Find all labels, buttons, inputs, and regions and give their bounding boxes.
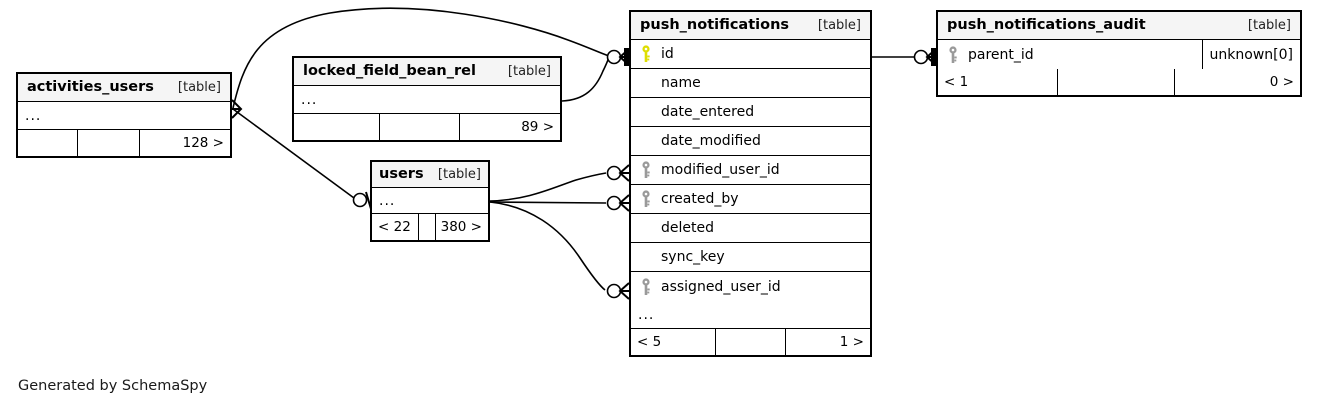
edge-users-to-modified-user-id [489, 172, 607, 202]
footer-child-count: 0 > [1269, 74, 1294, 90]
cardinality-crowfoot [925, 48, 937, 66]
generator-credit: Generated by SchemaSpy [18, 378, 208, 394]
column-name: id [661, 46, 674, 62]
table-type-tag: [table] [437, 166, 481, 182]
footer-middle [380, 114, 460, 140]
column-row[interactable]: id [631, 40, 870, 69]
footer-middle [78, 130, 140, 156]
table-footer: < 5 1 > [631, 329, 870, 355]
collapsed-columns-indicator: ... [294, 86, 560, 114]
table-title-bar: push_notifications_audit [table] [938, 12, 1300, 40]
column-name: sync_key [661, 249, 725, 265]
table-activities-users[interactable]: activities_users [table] ... 128 > [16, 72, 232, 158]
table-title-bar: locked_field_bean_rel [table] [294, 58, 560, 86]
table-name: users [379, 166, 424, 182]
cardinality-zero-circle [913, 49, 929, 65]
footer-child-count: 1 > [839, 334, 864, 350]
table-type-tag: [table] [817, 17, 861, 33]
edge-users-to-created-by [489, 201, 607, 204]
footer-child-count: 128 > [182, 135, 224, 151]
column-row[interactable]: modified_user_id [631, 156, 870, 185]
cardinality-zero-circle [606, 283, 622, 299]
cardinality-crowfoot [618, 48, 630, 66]
collapsed-columns-indicator: ... [631, 301, 870, 329]
footer-middle [419, 214, 436, 240]
footer-middle [1058, 69, 1175, 95]
footer-child-count: 380 > [440, 219, 482, 235]
table-title-bar: activities_users [table] [18, 74, 230, 102]
table-locked-field-bean-rel[interactable]: locked_field_bean_rel [table] ... 89 > [292, 56, 562, 142]
cardinality-crowfoot [618, 194, 630, 212]
column-name: parent_id [968, 46, 1034, 63]
column-row[interactable]: created_by [631, 185, 870, 214]
footer-parent-count: < 1 [938, 69, 1058, 95]
table-name: push_notifications [640, 17, 790, 33]
cardinality-zero-circle [606, 49, 622, 65]
column-name: date_entered [661, 104, 755, 120]
table-name: locked_field_bean_rel [303, 63, 476, 79]
column-row[interactable]: name [631, 69, 870, 98]
column-list: parent_id unknown[0] [938, 40, 1300, 69]
footer-parent-count [18, 130, 78, 156]
table-push-notifications[interactable]: push_notifications [table] id name date_en… [629, 10, 872, 357]
foreign-key-icon [938, 45, 968, 64]
foreign-key-icon [631, 190, 661, 208]
column-name: date_modified [661, 133, 761, 149]
edge-locked-field-bean-rel-to-push-notifications-id [561, 56, 610, 102]
table-name: push_notifications_audit [947, 17, 1146, 33]
column-row[interactable]: deleted [631, 214, 870, 243]
table-type-tag: [table] [177, 79, 221, 95]
column-row[interactable]: sync_key [631, 243, 870, 272]
collapsed-columns-indicator: ... [18, 102, 230, 130]
edge-users-to-assigned-user-id [489, 201, 606, 291]
table-type-tag: [table] [507, 63, 551, 79]
cardinality-crowfoot [618, 282, 630, 300]
column-row[interactable]: assigned_user_id [631, 272, 870, 301]
primary-key-icon [631, 45, 661, 63]
table-type-tag: [table] [1247, 17, 1291, 33]
table-title-bar: push_notifications [table] [631, 12, 870, 40]
collapsed-columns-indicator: ... [372, 188, 488, 214]
column-name: deleted [661, 220, 714, 236]
foreign-key-icon [631, 277, 661, 296]
footer-child-count: 89 > [521, 119, 554, 135]
table-footer: 128 > [18, 130, 230, 156]
column-name: modified_user_id [661, 162, 780, 178]
table-footer: < 22 380 > [372, 214, 488, 240]
table-footer: < 1 0 > [938, 69, 1300, 95]
footer-parent-count: < 22 [372, 214, 419, 240]
column-name: assigned_user_id [661, 278, 781, 295]
column-row[interactable]: date_modified [631, 127, 870, 156]
table-name: activities_users [27, 79, 154, 95]
cardinality-crowfoot [618, 164, 630, 182]
footer-parent-count [294, 114, 380, 140]
table-push-notifications-audit[interactable]: push_notifications_audit [table] parent_… [936, 10, 1302, 97]
column-name: created_by [661, 191, 739, 207]
cardinality-zero-circle [606, 165, 622, 181]
cardinality-crowfoot [231, 99, 243, 119]
table-footer: 89 > [294, 114, 560, 140]
cardinality-zero-circle [352, 192, 368, 208]
column-row[interactable]: parent_id unknown[0] [938, 40, 1300, 69]
footer-parent-count: < 5 [631, 329, 716, 355]
cardinality-zero-circle [606, 195, 622, 211]
column-list: id name date_entered date_modified modified_… [631, 40, 870, 301]
column-type: unknown[0] [1201, 40, 1300, 69]
table-title-bar: users [table] [372, 162, 488, 188]
column-name: name [661, 75, 701, 91]
table-users[interactable]: users [table] ... < 22 380 > [370, 160, 490, 242]
column-row[interactable]: date_entered [631, 98, 870, 127]
footer-middle [716, 329, 786, 355]
foreign-key-icon [631, 161, 661, 179]
